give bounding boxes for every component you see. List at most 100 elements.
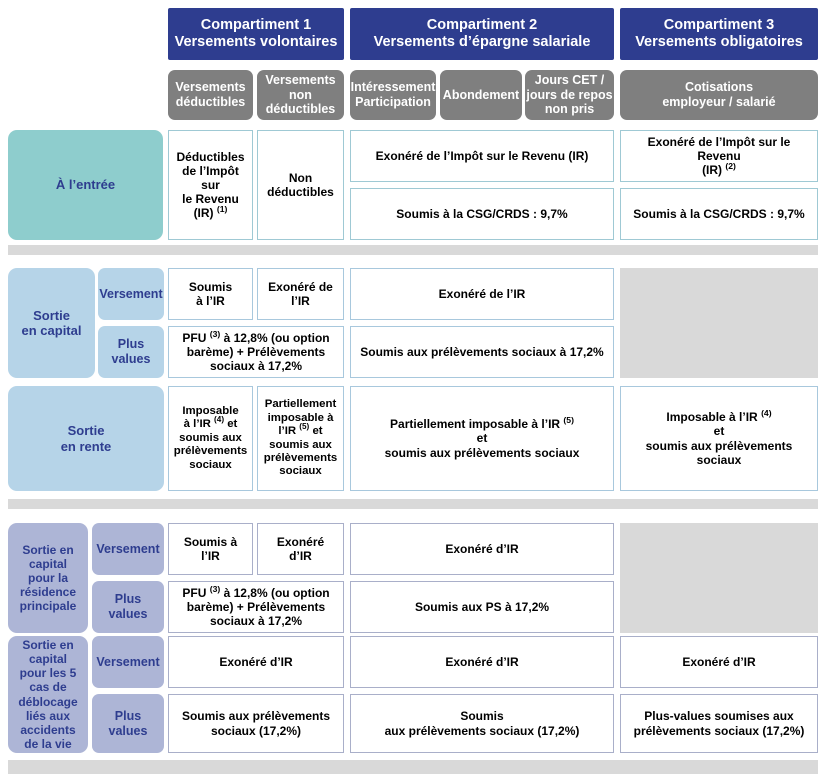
cell-entree-c2-ir: Exonéré de l’Impôt sur le Revenu (IR) <box>350 130 614 182</box>
cell-entree-c2-csg-text: Soumis à la CSG/CRDS : 9,7% <box>396 206 568 221</box>
compartment-header-3-line2: Versements obligatoires <box>635 34 803 50</box>
sublabel-accidents-plus-values-line1: Plus <box>114 708 142 723</box>
cell-accidents-versement-c1: Exonéré d’IR <box>168 636 344 688</box>
row-label-a-lentree: À l’entrée <box>8 130 163 240</box>
sublabel-accidents-versement-text: Versement <box>96 654 160 669</box>
compartment-header-3-line1: Compartiment 3 <box>663 16 775 33</box>
cell-entree-c3-csg-text: Soumis à la CSG/CRDS : 9,7% <box>633 206 805 221</box>
subcategory-header-3-line2: Participation <box>355 95 431 109</box>
subcategory-header-cotisations: Cotisations employeur / salarié <box>620 70 818 120</box>
cell-rp-plusvalues-c2-text: Soumis aux PS à 17,2% <box>414 599 550 614</box>
subcategory-header-6-line1: Cotisations <box>684 80 754 95</box>
subcategory-header-5-line3: non pris <box>544 102 595 117</box>
cell-accidents-versement-c2-text: Exonéré d’IR <box>445 654 519 669</box>
cell-accidents-versement-c1-text: Exonéré d’IR <box>219 654 293 669</box>
subcategory-header-5-line1: Jours CET / <box>534 72 605 87</box>
cell-entree-c2-ir-text: Exonéré de l’Impôt sur le Revenu (IR) <box>375 148 589 163</box>
sublabel-capital-versement-text: Versement <box>99 286 163 301</box>
sublabel-capital-versement: Versement <box>98 268 164 320</box>
sublabel-accidents-plus-values: Plus values <box>92 694 164 753</box>
cell-accidents-versement-c3-text: Exonéré d’IR <box>682 654 756 669</box>
sublabel-rp-versement-text: Versement <box>96 541 160 556</box>
cell-accidents-versement-c3: Exonéré d’IR <box>620 636 818 688</box>
subcategory-header-jours-cet: Jours CET / jours de repos non pris <box>525 70 614 120</box>
cell-entree-c2-csg: Soumis à la CSG/CRDS : 9,7% <box>350 188 614 240</box>
sublabel-capital-plus-values: Plus values <box>98 326 164 378</box>
subcategory-header-2-line2: non <box>289 87 312 102</box>
row-label-a-lentree-text: À l’entrée <box>55 177 116 193</box>
subcategory-header-4-line1: Abondement <box>442 87 520 102</box>
section-separator-2 <box>8 499 818 509</box>
compartment-header-1-line2: Versements volontaires <box>174 34 338 50</box>
compartment-header-2-line1: Compartiment 2 <box>426 16 538 33</box>
row-label-sortie-en-capital: Sortie en capital <box>8 268 95 378</box>
sublabel-rp-versement: Versement <box>92 523 164 575</box>
sublabel-rp-plus-values-line2: values <box>108 607 148 621</box>
cell-entree-c3-csg: Soumis à la CSG/CRDS : 9,7% <box>620 188 818 240</box>
subcategory-header-2-line1: Versements <box>265 72 336 87</box>
subcategory-header-1-line1: Versements <box>175 80 246 95</box>
compartment-header-3: Compartiment 3 Versements obligatoires <box>620 8 818 60</box>
cell-capital-c3-empty <box>620 268 818 378</box>
subcategory-header-versements-deductibles: Versements déductibles <box>168 70 253 120</box>
subcategory-header-5-line2: jours de repos <box>526 87 613 102</box>
cell-rp-plusvalues-c2: Soumis aux PS à 17,2% <box>350 581 614 633</box>
compartment-header-1: Compartiment 1 Versements volontaires <box>168 8 344 60</box>
cell-accidents-versement-c2: Exonéré d’IR <box>350 636 614 688</box>
compartment-header-1-line1: Compartiment 1 <box>200 16 312 33</box>
section-separator-1 <box>8 245 818 255</box>
sublabel-accidents-versement: Versement <box>92 636 164 688</box>
subcategory-header-abondement: Abondement <box>440 70 522 120</box>
subcategory-header-2-line3: déductibles <box>265 102 336 117</box>
compartment-header-2: Compartiment 2 Versements d’épargne sala… <box>350 8 614 60</box>
cell-entree-c3-ir-text: Exonéré de l’Impôt sur le Revenu(IR) (2) <box>647 134 791 178</box>
cell-capital-versement-c2-text: Exonéré de l’IR <box>438 286 526 301</box>
cell-capital-plusvalues-c2-text: Soumis aux prélèvements sociaux à 17,2% <box>360 344 604 359</box>
cell-rp-versement-c2: Exonéré d’IR <box>350 523 614 575</box>
cell-capital-plusvalues-c2: Soumis aux prélèvements sociaux à 17,2% <box>350 326 614 378</box>
sublabel-rp-plus-values-line1: Plus <box>114 592 142 607</box>
subcategory-header-versements-non-deductibles: Versements non déductibles <box>257 70 344 120</box>
sublabel-capital-plus-values-line2: values <box>111 352 151 366</box>
section-separator-3 <box>8 760 818 774</box>
subcategory-header-6-line2: employeur / salarié <box>662 95 776 109</box>
row-label-sortie-en-rente-line2: en rente <box>60 438 112 454</box>
compartment-header-2-line2: Versements d’épargne salariale <box>373 34 591 50</box>
subcategory-header-3-line1: Intéressement <box>350 80 436 95</box>
cell-entree-c3-ir: Exonéré de l’Impôt sur le Revenu(IR) (2) <box>620 130 818 182</box>
sublabel-capital-plus-values-line1: Plus <box>117 337 145 352</box>
row-label-sortie-en-capital-line1: Sortie <box>33 307 70 323</box>
